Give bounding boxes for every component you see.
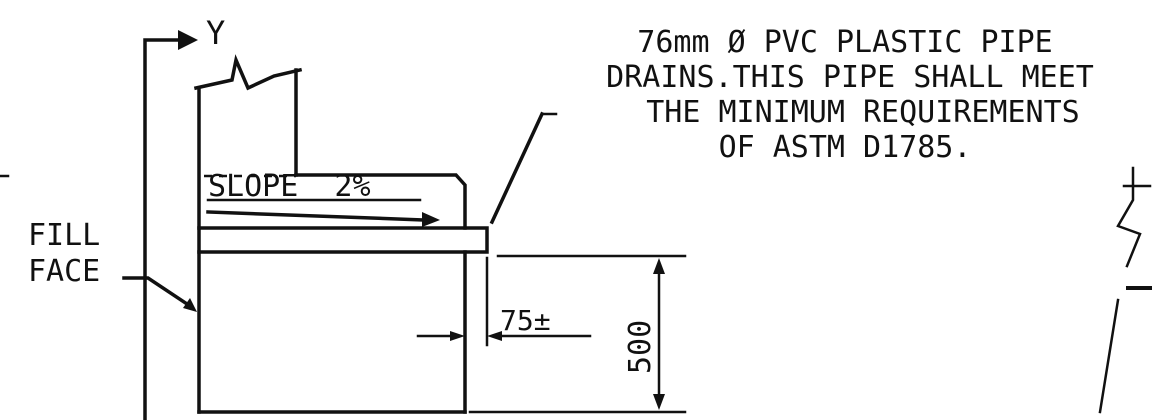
fill-face-arrow-icon: [183, 298, 197, 312]
wall-break-line: [193, 54, 303, 91]
pvc-pipe: [197, 226, 489, 254]
note-line-1: 76mm Ø PVC PLASTIC PIPE: [637, 25, 1052, 60]
dim-75-right-arrow-icon: [487, 331, 502, 341]
fill-face-leader: [122, 276, 193, 309]
slope-arrow-head-icon: [422, 212, 440, 227]
fill-face-label-2: FACE: [28, 254, 100, 289]
section-arrow-icon: [178, 30, 198, 50]
dim-500-label: 500: [623, 320, 658, 374]
note-leader: [489, 111, 545, 225]
adjacent-element-face: [1098, 298, 1120, 414]
section-label: Y: [206, 14, 225, 52]
note-line-3: THE MINIMUM REQUIREMENTS: [646, 95, 1079, 130]
section-cut-line: [143, 38, 180, 420]
slope-arrow-line: [206, 210, 427, 222]
note-line-4: OF ASTM D1785.: [719, 130, 972, 165]
dim-75-left-arrow-icon: [450, 331, 465, 341]
fill-face-label-1: FILL: [28, 218, 100, 253]
slope-label: SLOPE 2%: [208, 169, 371, 204]
adjacent-element-break: [1116, 166, 1142, 268]
dim-500-top-arrow-icon: [653, 258, 665, 274]
dim-500-bottom-arrow-icon: [653, 394, 665, 410]
dim-75-label: 75±: [500, 304, 551, 337]
footing-top: [294, 173, 467, 230]
note-line-2: DRAINS.THIS PIPE SHALL MEET: [606, 60, 1094, 95]
